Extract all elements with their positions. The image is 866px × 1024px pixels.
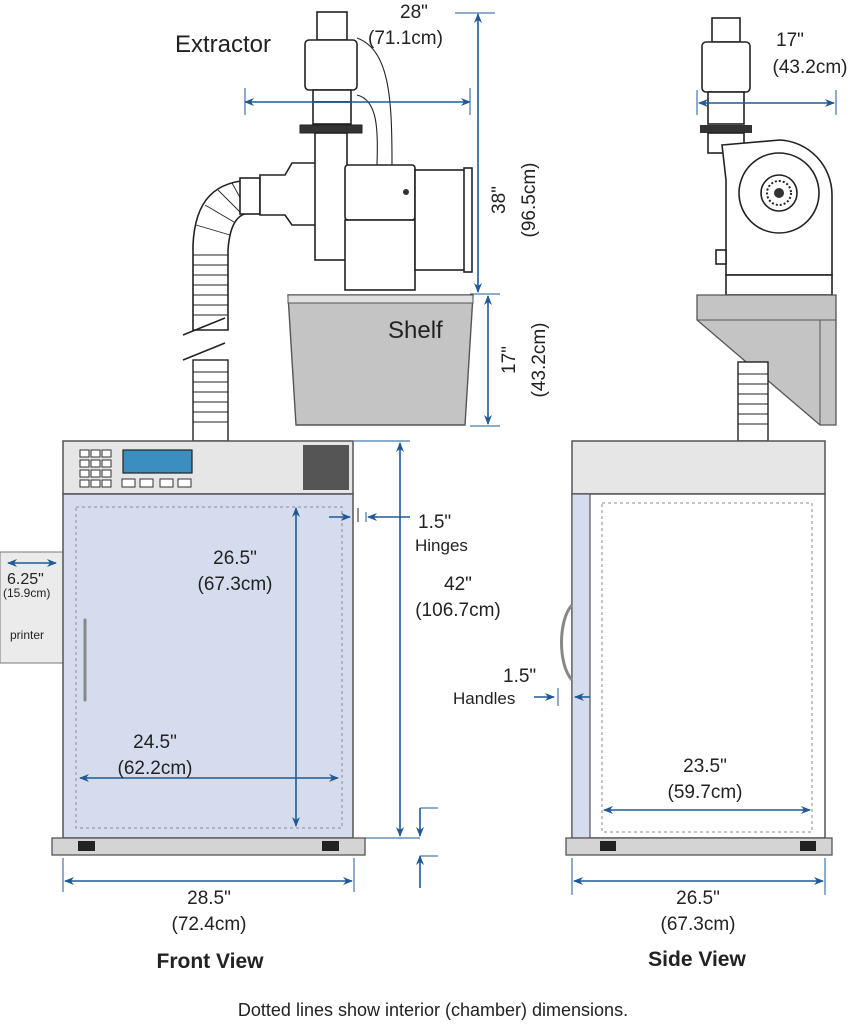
side-shelf-bracket — [696, 294, 837, 426]
caption: Dotted lines show interior (chamber) dim… — [238, 1000, 628, 1020]
exterior-height-in: 42" — [444, 574, 472, 595]
interior-height-cm: (67.3cm) — [198, 574, 273, 595]
exterior-depth-cm: (67.3cm) — [661, 914, 736, 935]
side-view-title: Side View — [648, 948, 746, 971]
shelf-height-in: 17" — [499, 346, 520, 374]
printer-width-in: 6.25" — [7, 571, 44, 588]
front-shelf — [287, 294, 474, 426]
printer — [0, 551, 64, 664]
side-handle — [560, 603, 574, 682]
interior-outline — [75, 506, 343, 829]
handles-label: Handles — [453, 689, 515, 708]
base-plate — [51, 837, 366, 856]
hinges-dim: 1.5" — [418, 512, 451, 533]
interior-depth-in: 23.5" — [683, 756, 727, 777]
extractor-label: Extractor — [175, 31, 271, 58]
shelf-label: Shelf — [388, 317, 443, 344]
hinges-label: Hinges — [415, 536, 468, 555]
front-cabinet — [0, 440, 366, 856]
display-screen — [122, 449, 193, 474]
interior-height-in: 26.5" — [213, 548, 257, 569]
side-extractor-width-cm: (43.2cm) — [773, 57, 848, 78]
extractor-width-in: 28" — [400, 2, 428, 23]
exterior-width-cm: (72.4cm) — [172, 914, 247, 935]
side-door-edge — [571, 493, 591, 839]
door — [62, 493, 354, 839]
side-extractor — [700, 17, 833, 296]
extractor-height-in: 38" — [489, 186, 510, 214]
handles-dim: 1.5" — [503, 666, 536, 687]
front-view-title: Front View — [157, 950, 265, 973]
interior-width-in: 24.5" — [133, 732, 177, 753]
front-duct — [192, 359, 229, 442]
interior-depth-cm: (59.7cm) — [668, 782, 743, 803]
exterior-height-cm: (106.7cm) — [415, 600, 501, 621]
dark-window — [303, 445, 349, 490]
exterior-depth-in: 26.5" — [676, 888, 720, 909]
front-extractor — [182, 11, 473, 361]
extractor-height-cm: (96.5cm) — [519, 163, 540, 238]
side-extractor-width-in: 17" — [776, 30, 804, 51]
side-duct — [737, 361, 769, 442]
extractor-width-cm: (71.1cm) — [368, 28, 443, 49]
keypad — [79, 449, 192, 488]
printer-label: printer — [10, 628, 44, 642]
shelf-height-cm: (43.2cm) — [529, 323, 550, 398]
printer-width-cm: (15.9cm) — [3, 586, 50, 600]
exterior-width-in: 28.5" — [187, 888, 231, 909]
side-cabinet — [560, 440, 833, 856]
interior-width-cm: (62.2cm) — [118, 758, 193, 779]
